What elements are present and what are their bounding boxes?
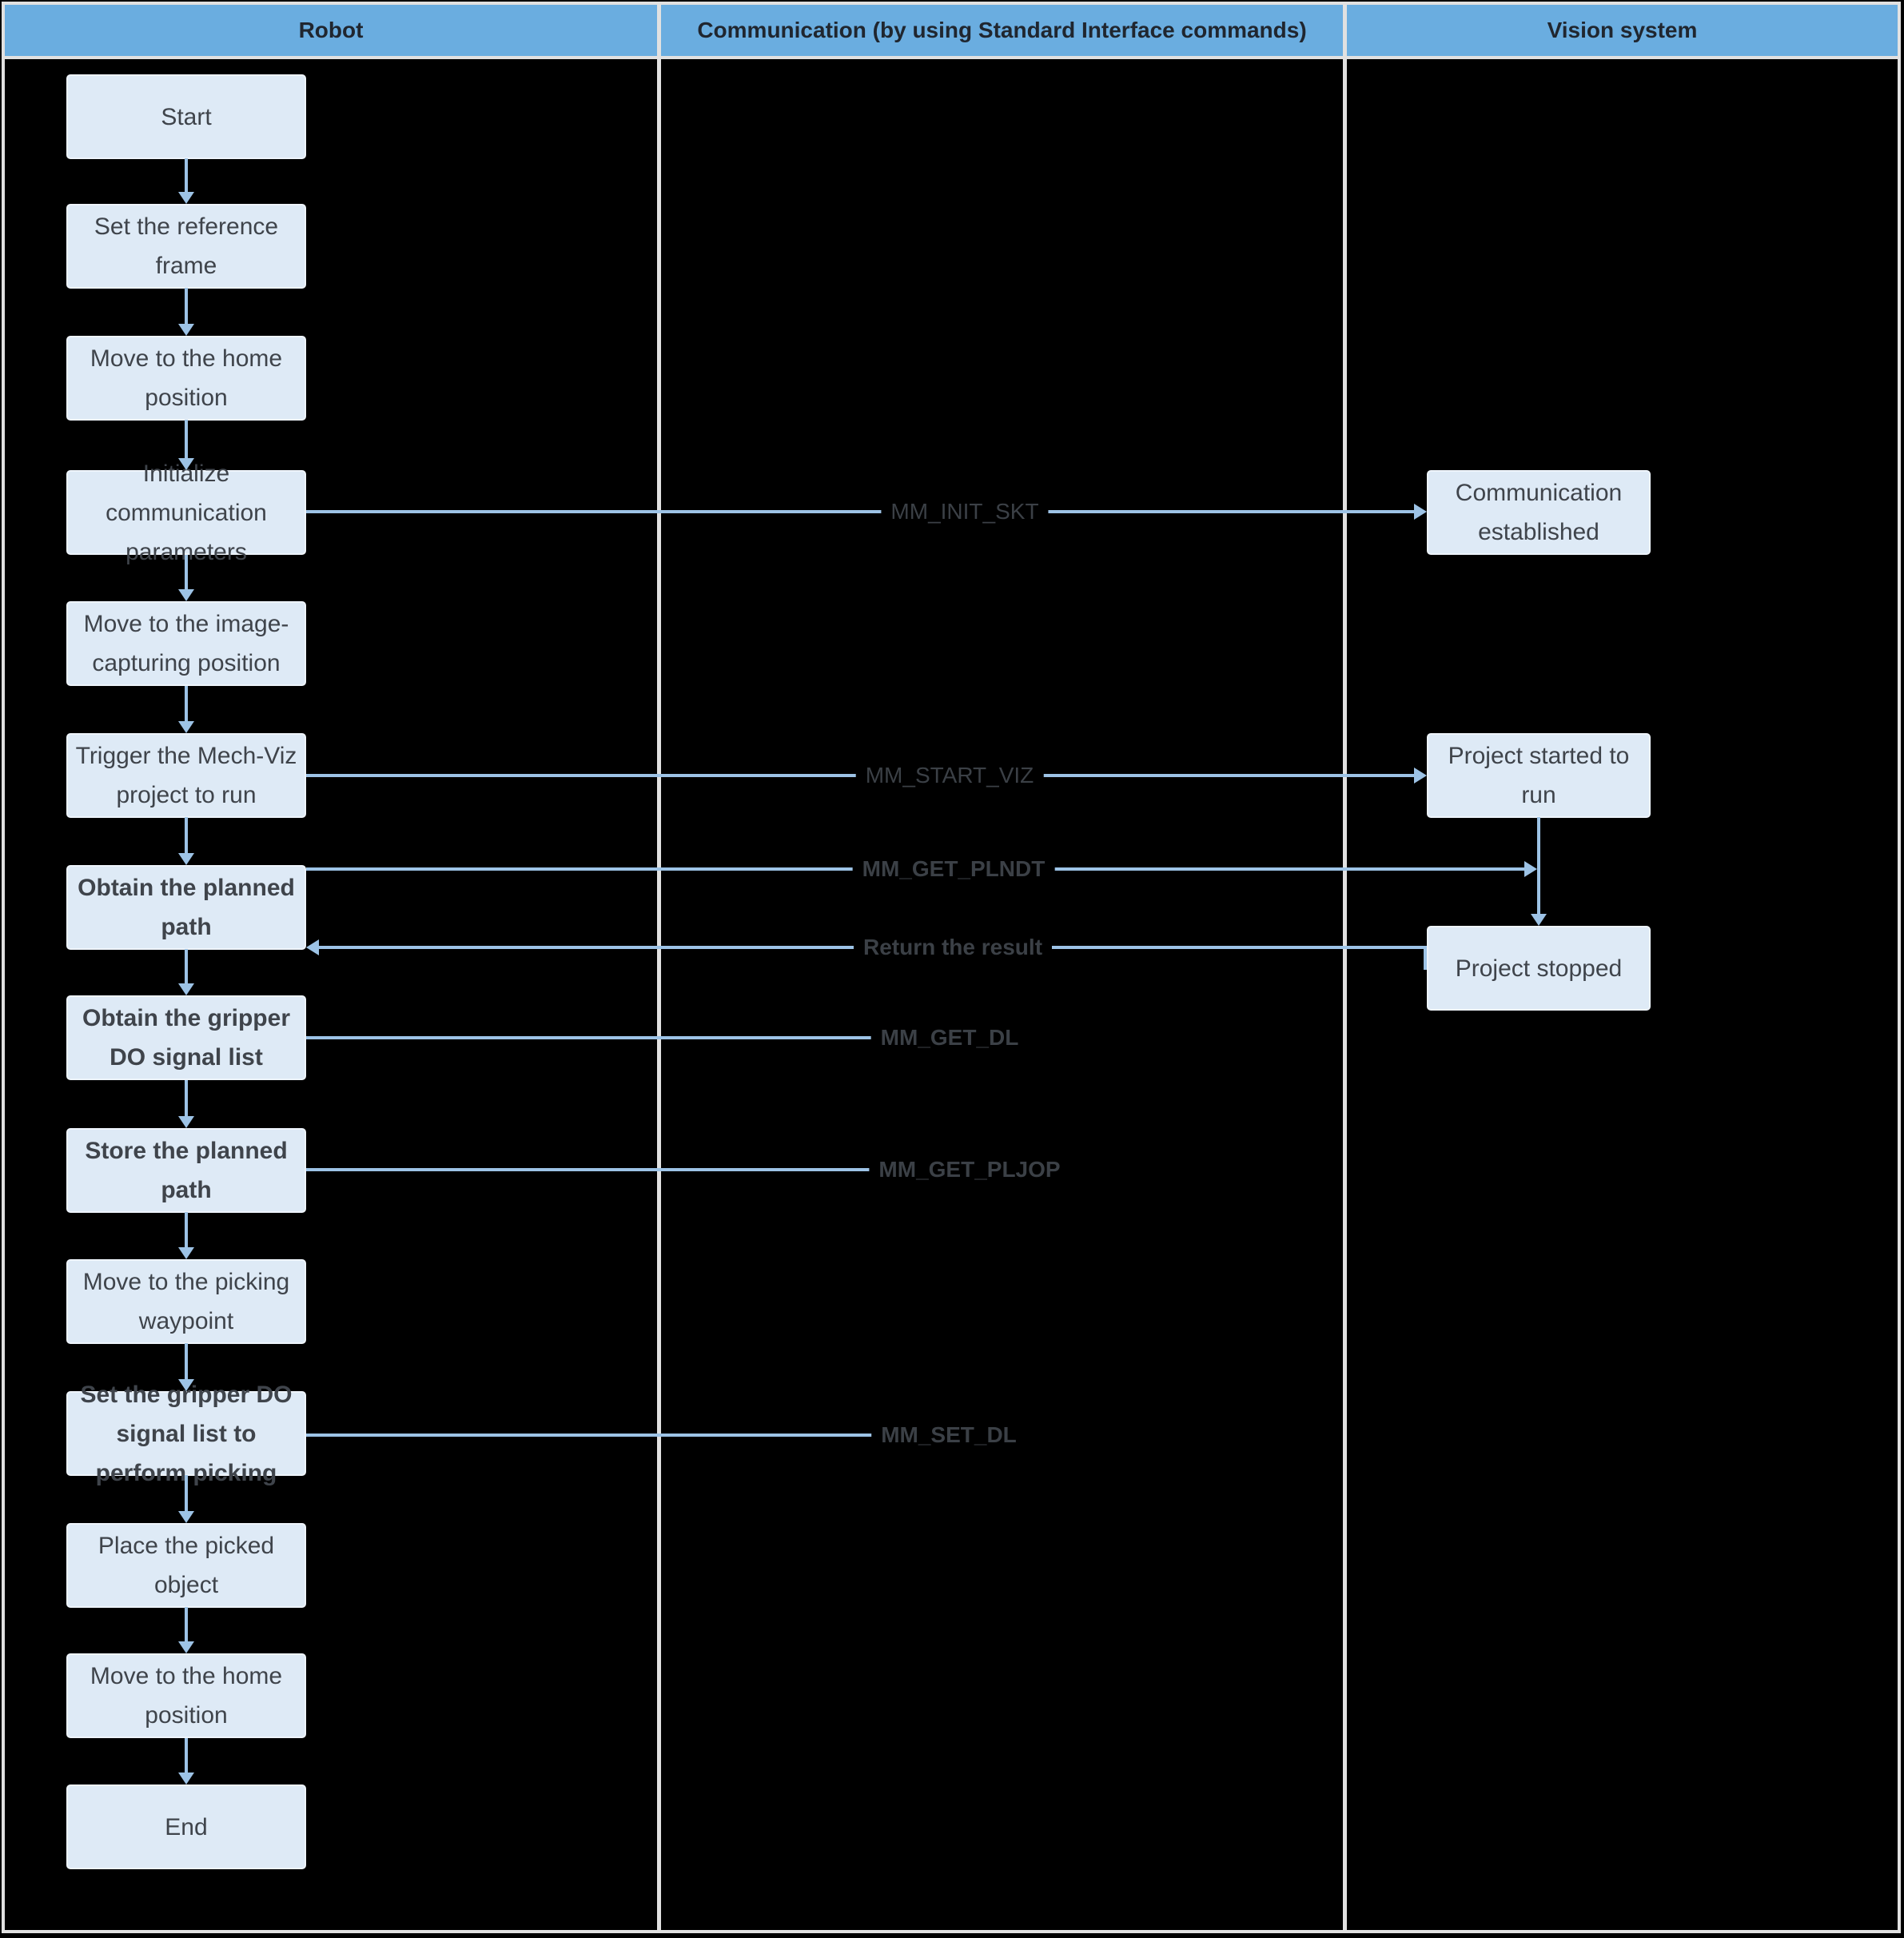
line-mm-get-pljop: [306, 1168, 886, 1171]
step-move-home-1: Move to the home position: [66, 336, 306, 421]
step-end: End: [66, 1784, 306, 1869]
step-store-planned-path: Store the planned path: [66, 1128, 306, 1213]
step-obtain-gripper-do-label: Obtain the gripper DO signal list: [82, 1005, 290, 1071]
frame-top: [2, 2, 1901, 5]
frame-bottom: [2, 1930, 1901, 1933]
step-init-communication-label: Initialize communication parameters: [106, 460, 267, 565]
command-mm-get-plndt: MM_GET_PLNDT: [852, 853, 1055, 885]
step-init-communication: Initialize communication parameters: [66, 461, 306, 565]
flow-arrow-6-head: [178, 853, 194, 865]
step-obtain-planned-path: Obtain the planned path: [66, 865, 306, 950]
vision-project-stopped-label: Project stopped: [1455, 955, 1623, 982]
step-trigger-mechviz: Trigger the Mech-Viz project to run: [66, 733, 306, 818]
flow-arrow-10-head: [178, 1379, 194, 1391]
vision-flow-arrow: [1537, 817, 1540, 915]
line-mm-start-viz-head: [1414, 768, 1427, 784]
vision-communication-established: Communication established: [1427, 470, 1651, 555]
column-divider-1: [657, 5, 661, 1930]
frame-right: [1898, 2, 1901, 1933]
flow-arrow-11: [185, 1475, 188, 1512]
flow-arrow-10: [185, 1343, 188, 1380]
step-move-home-2: Move to the home position: [66, 1653, 306, 1738]
command-mm-get-dl: MM_GET_DL: [870, 1022, 1029, 1054]
header-cell-robot: Robot: [5, 5, 657, 56]
flow-arrow-2-head: [178, 324, 194, 336]
flow-arrow-12: [185, 1607, 188, 1642]
step-move-home-2-label: Move to the home position: [90, 1663, 283, 1729]
step-move-picking-waypoint-label: Move to the picking waypoint: [82, 1269, 290, 1334]
line-mm-set-dl: [306, 1434, 886, 1437]
vision-communication-established-label: Communication established: [1455, 480, 1623, 545]
step-move-image-capturing-label: Move to the image-capturing position: [83, 611, 289, 676]
command-mm-init-skt: MM_INIT_SKT: [881, 496, 1049, 528]
flow-arrow-5: [185, 686, 188, 722]
flow-arrow-1: [185, 158, 188, 193]
line-mm-init-skt: [306, 510, 1414, 513]
flow-arrow-7: [185, 949, 188, 984]
step-set-gripper-do-label: Set the gripper DO signal list to perfor…: [80, 1381, 293, 1486]
command-mm-get-pljop: MM_GET_PLJOP: [869, 1154, 1070, 1186]
flow-arrow-9: [185, 1212, 188, 1248]
vision-project-started-label: Project started to run: [1448, 743, 1630, 808]
header-label-vision: Vision system: [1547, 18, 1698, 42]
step-obtain-planned-path-label: Obtain the planned path: [78, 875, 295, 940]
step-set-gripper-do: Set the gripper DO signal list to perfor…: [66, 1382, 306, 1486]
flow-arrow-8: [185, 1080, 188, 1117]
line-mm-get-plndt-head: [1524, 861, 1537, 877]
flow-arrow-9-head: [178, 1247, 194, 1259]
flow-arrow-8-head: [178, 1116, 194, 1128]
step-trigger-mechviz-label: Trigger the Mech-Viz project to run: [75, 743, 297, 808]
step-move-home-1-label: Move to the home position: [90, 345, 283, 411]
step-place-picked-object: Place the picked object: [66, 1523, 306, 1608]
command-mm-set-dl: MM_SET_DL: [871, 1419, 1026, 1451]
step-move-image-capturing: Move to the image-capturing position: [66, 601, 306, 686]
step-move-picking-waypoint: Move to the picking waypoint: [66, 1259, 306, 1344]
step-set-reference-frame: Set the reference frame: [66, 204, 306, 289]
flow-arrow-13-head: [178, 1773, 194, 1784]
step-store-planned-path-label: Store the planned path: [85, 1138, 288, 1203]
flow-arrow-2: [185, 288, 188, 325]
line-return-result-nub: [1424, 946, 1427, 970]
step-start-label: Start: [161, 103, 212, 130]
flow-arrow-1-head: [178, 192, 194, 204]
header-underline: [5, 56, 1898, 59]
flow-arrow-4-head: [178, 589, 194, 601]
flow-arrow-13: [185, 1738, 188, 1773]
header-cell-vision: Vision system: [1347, 5, 1898, 56]
flow-arrow-3: [185, 420, 188, 459]
header-label-robot: Robot: [298, 18, 364, 42]
header-cell-communication: Communication (by using Standard Interfa…: [661, 5, 1343, 56]
flow-arrow-7-head: [178, 983, 194, 995]
flow-arrow-6: [185, 817, 188, 854]
flow-arrow-11-head: [178, 1511, 194, 1523]
command-return-result: Return the result: [853, 931, 1053, 963]
line-mm-get-dl: [306, 1036, 886, 1039]
line-return-result-head: [306, 939, 319, 955]
vision-project-stopped: Project stopped: [1427, 926, 1651, 1011]
command-mm-start-viz: MM_START_VIZ: [855, 760, 1044, 792]
vision-project-started: Project started to run: [1427, 733, 1651, 818]
flow-arrow-3-head: [178, 458, 194, 470]
flow-arrow-5-head: [178, 721, 194, 733]
frame-left: [2, 2, 5, 1933]
step-start: Start: [66, 74, 306, 159]
step-set-reference-frame-label: Set the reference frame: [94, 213, 279, 279]
line-mm-init-skt-head: [1414, 504, 1427, 520]
header-label-communication: Communication (by using Standard Interfa…: [697, 18, 1307, 42]
vision-flow-arrow-head: [1531, 914, 1547, 926]
step-place-picked-object-label: Place the picked object: [98, 1533, 275, 1598]
flow-arrow-12-head: [178, 1641, 194, 1653]
column-divider-2: [1343, 5, 1347, 1930]
flow-arrow-4: [185, 555, 188, 590]
step-obtain-gripper-do: Obtain the gripper DO signal list: [66, 995, 306, 1080]
step-end-label: End: [165, 1813, 208, 1840]
